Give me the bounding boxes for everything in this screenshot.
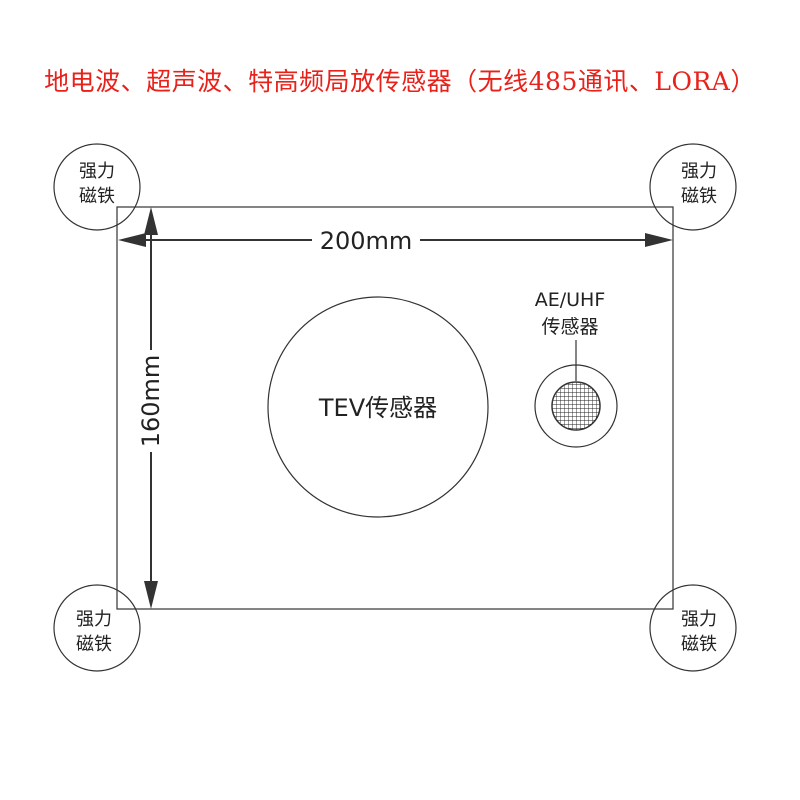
device-outline <box>116 206 674 610</box>
ae-uhf-sensor: AE/UHF 传感器 <box>534 289 618 448</box>
magnet-label-line2: 磁铁 <box>79 186 115 207</box>
tev-sensor: TEV传感器 <box>267 296 489 518</box>
height-dimension-arrow: 160mm <box>137 207 165 609</box>
diagram-title: 地电波、超声波、特高频局放传感器（无线485通讯、LORA） <box>44 67 756 96</box>
ae-uhf-label-line1: AE/UHF <box>535 289 606 311</box>
magnet-bottom-left: 强力 磁铁 <box>53 584 141 672</box>
magnet-top-left: 强力 磁铁 <box>53 143 141 231</box>
magnet-label-line1: 强力 <box>681 161 717 182</box>
magnet-label-line1: 强力 <box>76 609 112 630</box>
magnet-bottom-right: 强力 磁铁 <box>649 584 737 672</box>
width-label: 200mm <box>320 227 413 255</box>
magnet-label-line1: 强力 <box>681 609 717 630</box>
ae-uhf-label-line2: 传感器 <box>541 316 598 338</box>
magnet-top-right: 强力 磁铁 <box>649 143 737 231</box>
height-label: 160mm <box>137 355 165 448</box>
width-dimension-arrow: 200mm <box>118 227 673 255</box>
magnet-label-line1: 强力 <box>79 161 115 182</box>
magnet-label-line2: 磁铁 <box>681 186 717 207</box>
magnet-label-line2: 磁铁 <box>76 634 112 655</box>
tev-sensor-label: TEV传感器 <box>318 394 437 422</box>
magnet-label-line2: 磁铁 <box>681 634 717 655</box>
